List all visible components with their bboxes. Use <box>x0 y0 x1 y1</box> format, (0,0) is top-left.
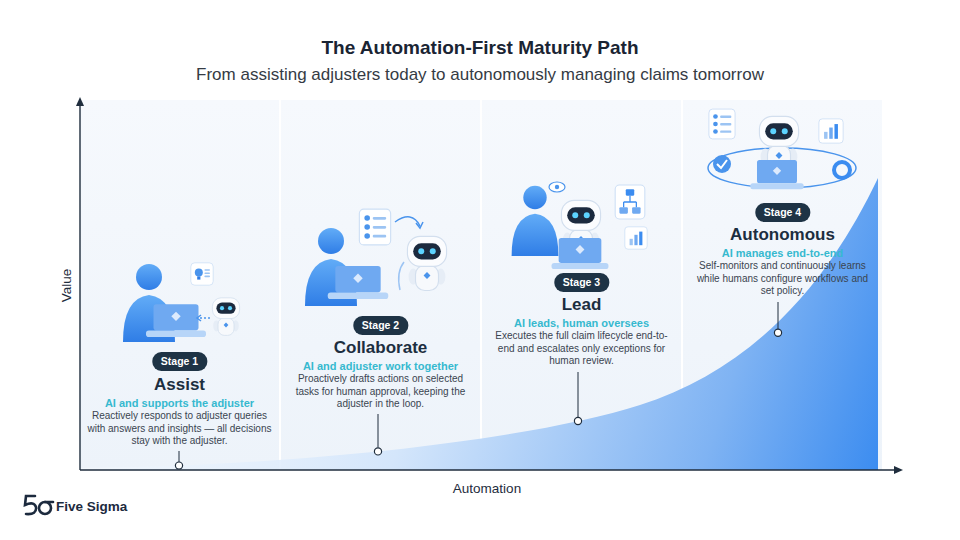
logo-mark <box>39 502 51 514</box>
logo-mark <box>25 496 36 514</box>
stage-label: Stage 2 <box>362 319 399 331</box>
stage-panel: CollaborateAI and adjuster work together… <box>281 100 480 470</box>
axis-label: Automation <box>387 481 587 496</box>
stage-panel: LeadAI leads, human overseesExecutes the… <box>482 100 681 470</box>
axis-arrow <box>894 466 903 474</box>
stage-description: Self-monitors and continuously learns wh… <box>695 260 871 298</box>
stage-label: Stage 1 <box>161 355 198 367</box>
stage-badge: Stage 1 <box>152 352 207 371</box>
stage-subheading: AI and adjuster work together <box>281 359 480 373</box>
brand-name: Five Sigma <box>56 499 127 514</box>
stage-heading: Assist <box>80 375 279 395</box>
stage-heading: Lead <box>482 295 681 315</box>
stage-description: Proactively drafts actions on selected t… <box>290 373 472 411</box>
stage-badge: Stage 4 <box>755 203 810 222</box>
stage-badge: Stage 3 <box>554 273 609 292</box>
stage-badge: Stage 2 <box>353 316 408 335</box>
logo-mark <box>45 501 53 504</box>
stage-description: Reactively responds to adjuster queries … <box>84 410 276 448</box>
stage-subheading: AI leads, human oversees <box>482 316 681 330</box>
stage-heading: Autonomous <box>683 225 882 245</box>
brand-logo <box>25 496 53 514</box>
stage-panel: AssistAI and supports the adjusterReacti… <box>80 100 279 470</box>
stage-panel: AutonomousAI manages end-to-endSelf-moni… <box>683 100 882 470</box>
stage-subheading: AI manages end-to-end <box>683 246 882 260</box>
axis-label: Value <box>59 256 74 316</box>
stage-label: Stage 3 <box>563 276 600 288</box>
stage-heading: Collaborate <box>281 338 480 358</box>
stage-label: Stage 4 <box>764 206 801 218</box>
stage-subheading: AI and supports the adjuster <box>80 396 279 410</box>
subtitle: From assisting adjusters today to autono… <box>0 65 960 85</box>
stage-description: Executes the full claim lifecycle end-to… <box>494 330 670 368</box>
diagram-title: The Automation-First Maturity Path <box>0 37 960 59</box>
